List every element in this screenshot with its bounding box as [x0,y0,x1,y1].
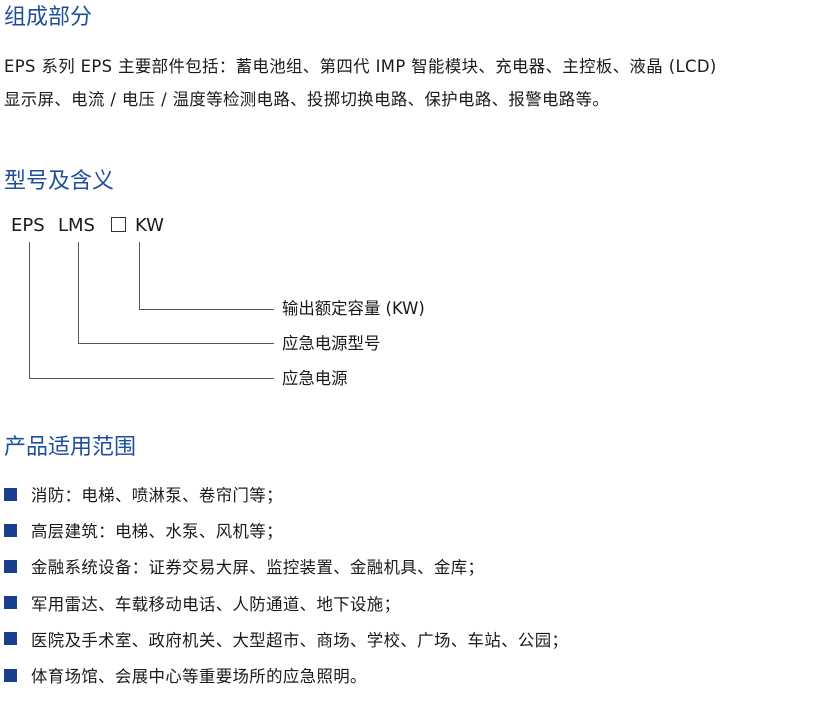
model-code-kw: KW [135,215,164,236]
connector-kw-vertical [139,242,140,310]
list-item-text: 高层建筑：电梯、水泵、风机等； [31,522,283,542]
square-bullet-icon [4,632,17,646]
list-item-text: 消防：电梯、喷淋泵、卷帘门等； [31,486,283,506]
connector-eps-vertical [29,242,30,379]
square-bullet-icon [4,559,17,573]
list-item: 金融系统设备：证券交易大屏、监控装置、金融机具、金库； [4,548,568,584]
list-item: 医院及手术室、政府机关、大型超市、商场、学校、广场、车站、公园； [4,621,568,657]
list-item-text: 医院及手术室、政府机关、大型超市、商场、学校、广场、车站、公园； [31,630,569,650]
square-bullet-icon [4,487,17,501]
model-code-lms: LMS [58,215,95,236]
connector-lms-horizontal [78,343,274,344]
list-item: 高层建筑：电梯、水泵、风机等； [4,512,568,548]
list-item-text: 军用雷达、车载移动电话、人防通道、地下设施； [31,594,401,614]
applications-heading: 产品适用范围 [4,435,137,460]
list-item-text: 金融系统设备：证券交易大屏、监控装置、金融机具、金库； [31,558,485,578]
list-item: 军用雷达、车载移动电话、人防通道、地下设施； [4,585,568,621]
connector-kw-horizontal [139,309,274,310]
legend-power-supply: 应急电源 [282,369,348,388]
list-item-text: 体育场馆、会展中心等重要场所的应急照明。 [31,667,367,687]
connector-lms-vertical [78,242,79,344]
components-heading: 组成部分 [4,5,93,30]
capacity-placeholder-box [111,217,126,232]
square-bullet-icon [4,523,17,537]
applications-list: 消防：电梯、喷淋泵、卷帘门等； 高层建筑：电梯、水泵、风机等； 金融系统设备：证… [4,476,568,693]
square-bullet-icon [4,668,17,682]
legend-model: 应急电源型号 [282,334,381,353]
components-line-2: 显示屏、电流 / 电压 / 温度等检测电路、投掷切换电路、保护电路、报警电路等。 [4,90,610,109]
model-heading: 型号及含义 [4,169,115,194]
components-line-1: EPS 系列 EPS 主要部件包括：蓄电池组、第四代 IMP 智能模块、充电器、… [4,57,717,76]
list-item: 消防：电梯、喷淋泵、卷帘门等； [4,476,568,512]
components-paragraph: EPS 系列 EPS 主要部件包括：蓄电池组、第四代 IMP 智能模块、充电器、… [4,50,838,116]
list-item: 体育场馆、会展中心等重要场所的应急照明。 [4,657,568,693]
connector-eps-horizontal [29,378,274,379]
square-bullet-icon [4,596,17,610]
model-code-eps: EPS [11,215,45,236]
legend-capacity: 输出额定容量 (KW) [282,299,425,318]
